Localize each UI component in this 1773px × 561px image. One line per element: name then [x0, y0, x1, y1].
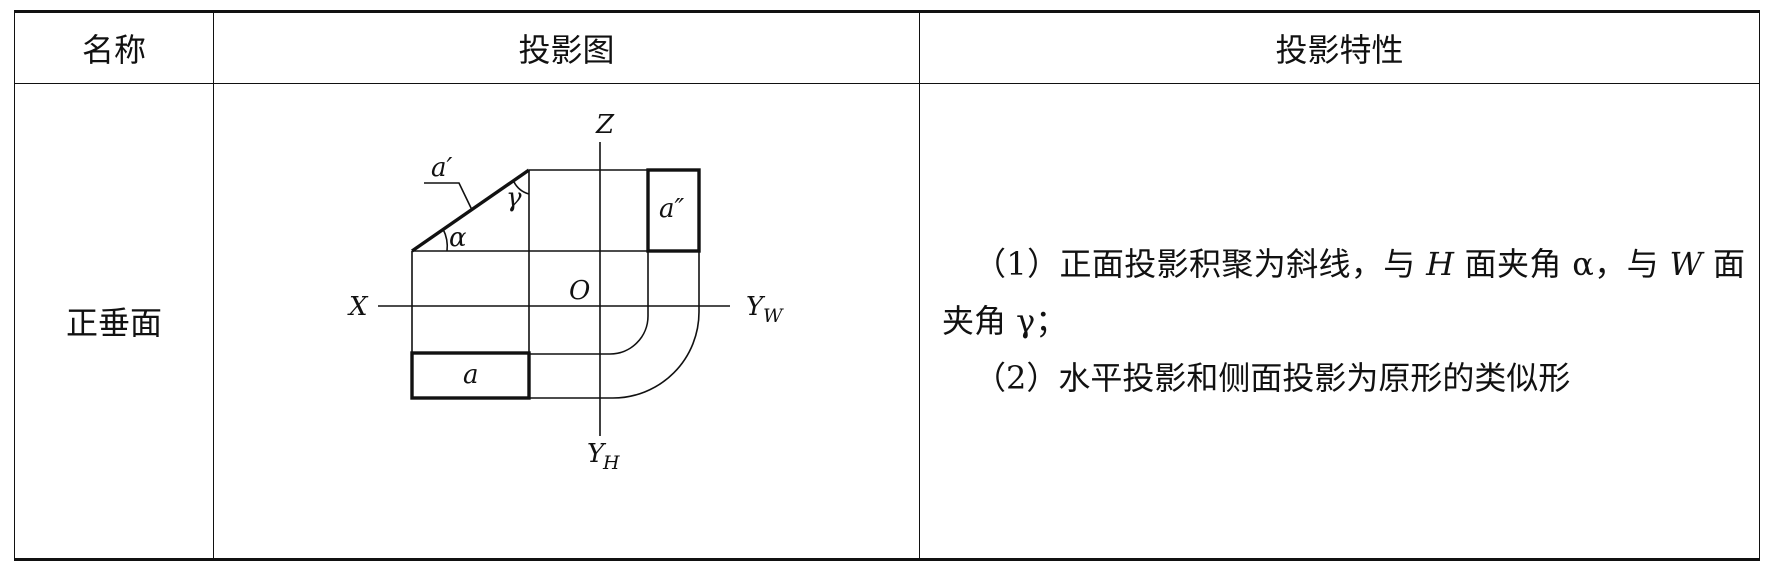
property-2: （2）水平投影和侧面投影为原形的类似形: [974, 358, 1571, 397]
side-projection-rect: [646, 168, 701, 253]
yw-label: Y: [746, 292, 766, 322]
gamma-label: γ: [506, 183, 522, 213]
table-row: 正垂面: [14, 83, 1760, 561]
a-prime-label: a′: [431, 153, 453, 183]
outer-arc: [529, 306, 700, 399]
top-projection-rect: [410, 351, 531, 400]
z-label: Z: [595, 110, 615, 140]
a-double-prime-label: a″: [659, 194, 685, 224]
a-label: a: [463, 360, 479, 390]
property-1: （1）正面投影积聚为斜线，与 H 面夹角 α，与 W 面夹角 γ；: [942, 244, 1745, 340]
origin-label: O: [569, 276, 590, 306]
diagram-labels: Z X O Y W Y H a′ a″ a α γ: [347, 110, 784, 474]
diagram-cell: Z X O Y W Y H a′ a″ a α γ: [213, 83, 920, 561]
alpha-arc: [442, 228, 449, 252]
projection-diagram: Z X O Y W Y H a′ a″ a α γ: [347, 110, 784, 474]
projection-table: 名称 投影图 投影特性 正垂面: [14, 10, 1760, 561]
header-row: 名称 投影图 投影特性: [14, 10, 1760, 84]
alpha-label: α: [449, 223, 467, 253]
properties-cell: （1）正面投影积聚为斜线，与 H 面夹角 α，与 W 面夹角 γ； （2）水平投…: [919, 83, 1760, 561]
front-projection-line: [411, 168, 530, 253]
header-properties: 投影特性: [919, 10, 1760, 84]
x-label: X: [347, 292, 369, 322]
construction-lines: [378, 142, 730, 436]
inner-arc: [529, 306, 649, 355]
gamma-arc: [513, 181, 530, 195]
a-prime-leader: [424, 182, 473, 211]
projection-outlines: [410, 168, 701, 400]
yw-subscript: W: [763, 305, 784, 327]
header-diagram: 投影图: [213, 10, 920, 84]
yh-subscript: H: [602, 452, 620, 474]
plane-name: 正垂面: [14, 83, 214, 561]
yh-label: Y: [587, 439, 607, 469]
header-name: 名称: [14, 10, 214, 84]
